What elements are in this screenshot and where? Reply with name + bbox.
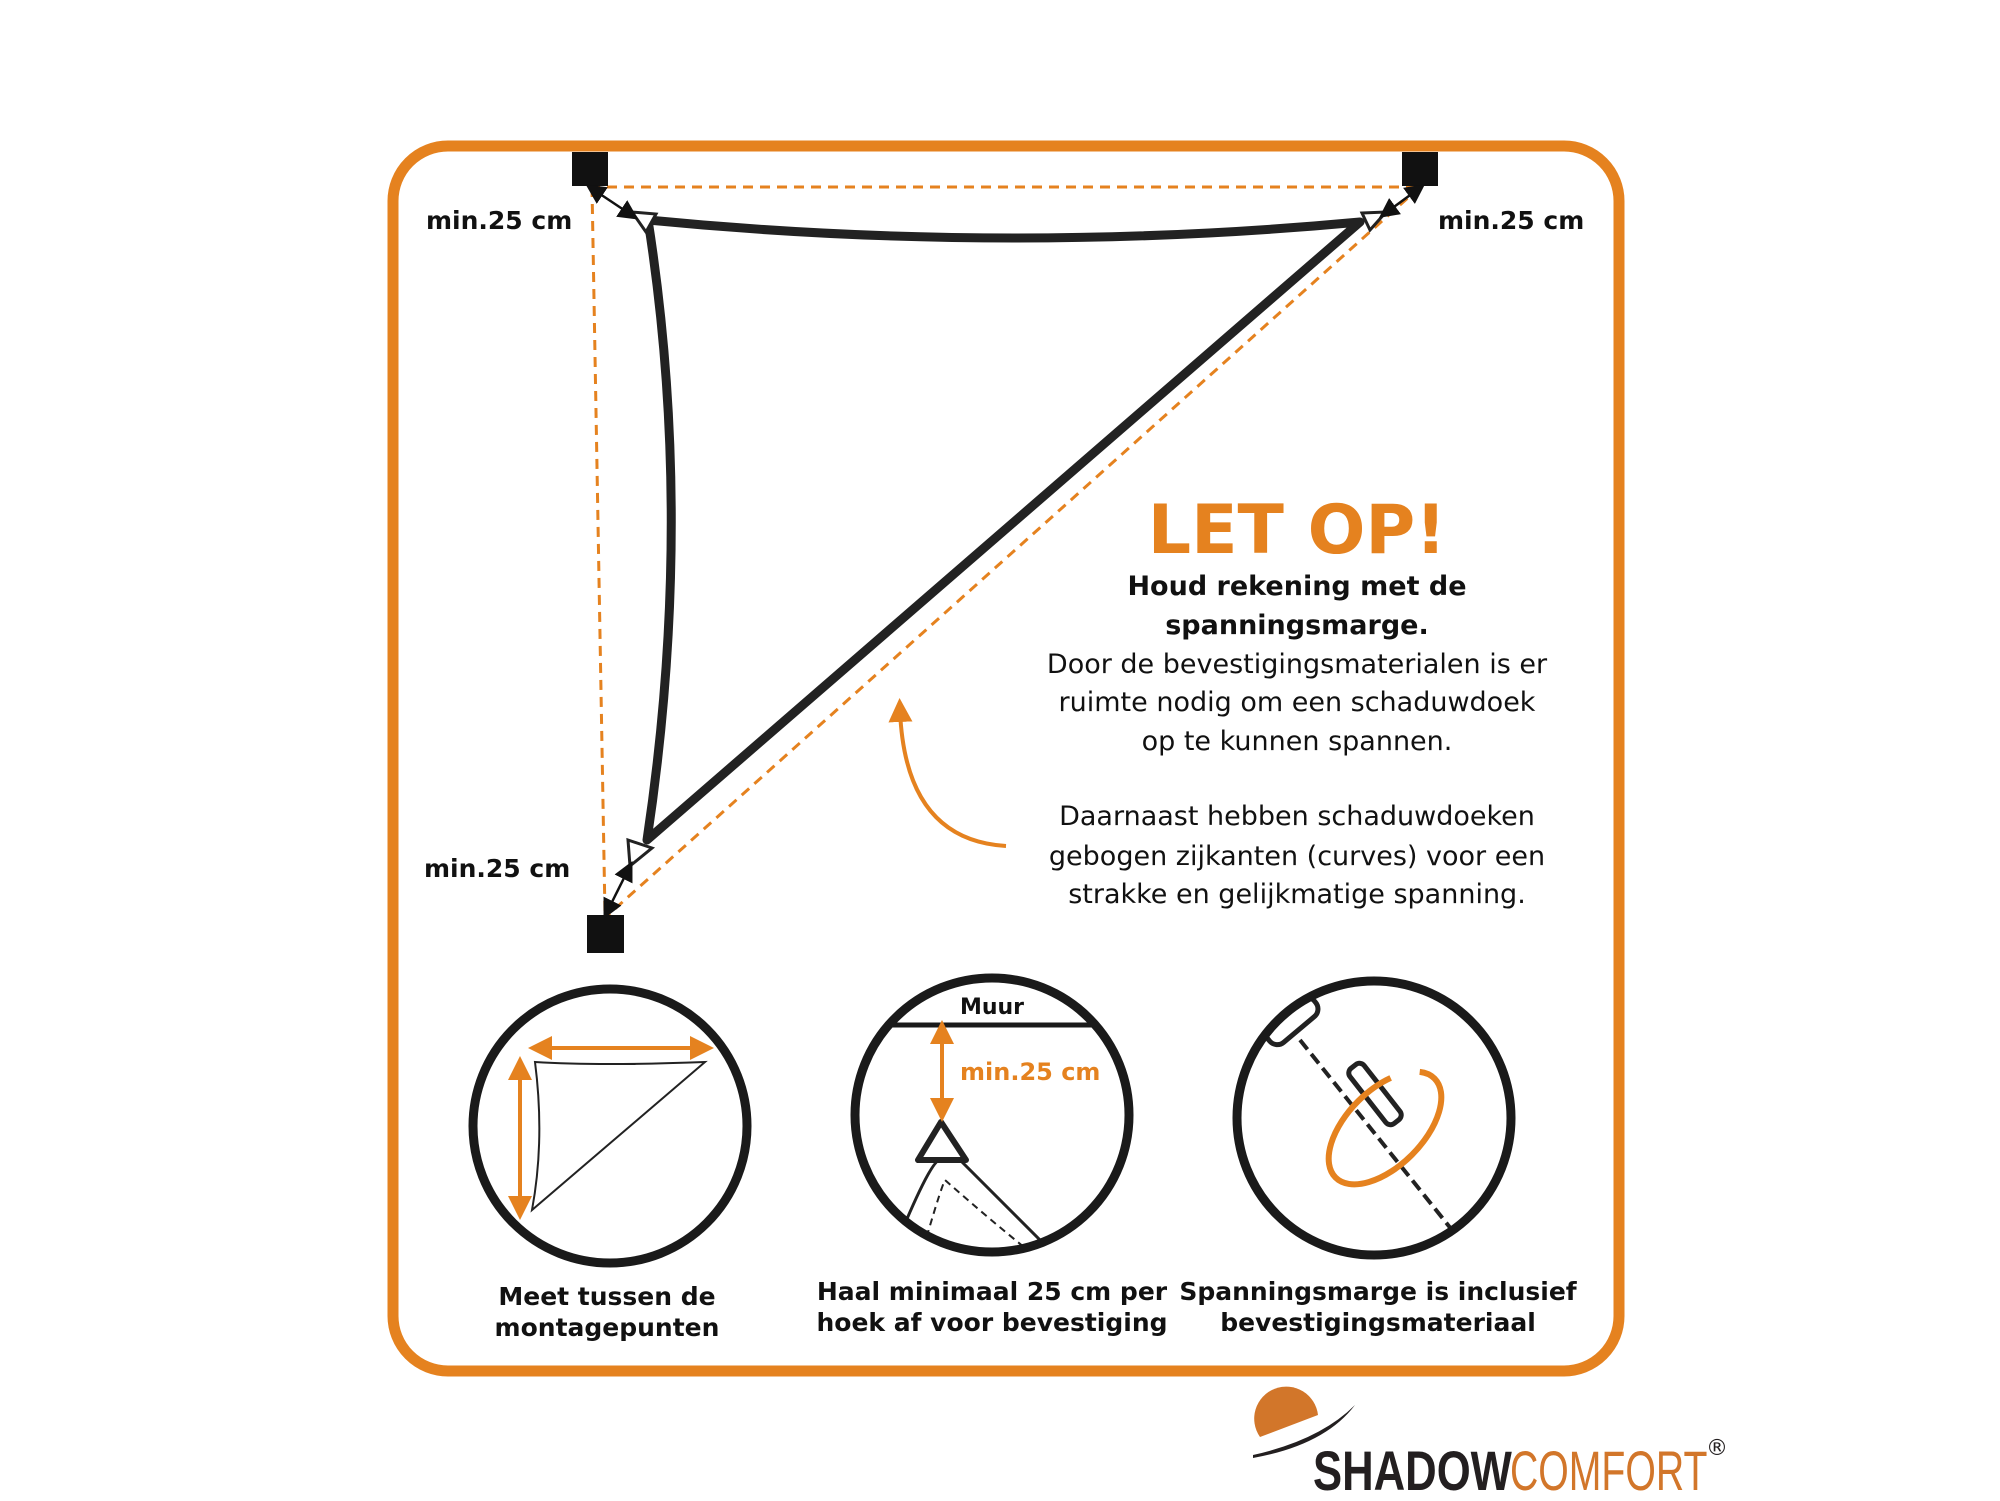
shadow-comfort-logo: SHADOW COMFORT ® bbox=[1253, 1386, 1728, 1501]
notice-text-line: op te kunnen spannen. bbox=[1142, 726, 1453, 757]
mount-point-top-left bbox=[572, 152, 608, 186]
notice-text-line: gebogen zijkanten (curves) voor een bbox=[1049, 841, 1545, 872]
notice-heading-line: spanningsmarge. bbox=[1165, 610, 1429, 641]
sun-icon bbox=[1254, 1386, 1318, 1437]
panel-caption: Spanningsmarge is inclusief bbox=[1179, 1277, 1577, 1306]
panel-caption: Haal minimaal 25 cm per bbox=[817, 1277, 1168, 1306]
shade-sail-triangle bbox=[642, 215, 1365, 845]
notice-text-line: ruimte nodig om een schaduwdoek bbox=[1059, 687, 1536, 718]
curved-arrow-icon bbox=[888, 698, 1007, 848]
corner-label-bottom-left: min.25 cm bbox=[424, 854, 570, 883]
panel-wall-distance bbox=[850, 973, 1134, 1257]
distance-label: min.25 cm bbox=[960, 1058, 1100, 1086]
registered-mark: ® bbox=[1706, 1436, 1728, 1461]
gap-arrows bbox=[585, 184, 1426, 919]
notice-text-line: strakke en gelijkmatige spanning. bbox=[1068, 879, 1526, 910]
corner-label-top-right: min.25 cm bbox=[1438, 206, 1584, 235]
panel-caption: bevestigingsmateriaal bbox=[1220, 1308, 1536, 1337]
logo-word-comfort: COMFORT bbox=[1510, 1440, 1707, 1501]
orange-frame bbox=[387, 140, 1625, 1377]
rotate-arrow-icon bbox=[1325, 1068, 1445, 1188]
corner-ring bbox=[626, 837, 656, 869]
panel-turnbuckle bbox=[1232, 976, 1516, 1260]
panel-caption: montagepunten bbox=[495, 1313, 720, 1342]
notice-title: LET OP! bbox=[1148, 491, 1447, 570]
mount-point-bottom-left bbox=[587, 915, 624, 953]
logo-word-shadow: SHADOW bbox=[1313, 1440, 1512, 1501]
wall-label: Muur bbox=[960, 995, 1024, 1020]
notice-heading-line: Houd rekening met de bbox=[1127, 571, 1466, 602]
panel-caption: Meet tussen de bbox=[498, 1282, 715, 1311]
panel-caption: hoek af voor bevestiging bbox=[816, 1308, 1167, 1337]
panel-measure bbox=[468, 984, 752, 1268]
corner-label-top-left: min.25 cm bbox=[426, 206, 572, 235]
mounting-lines bbox=[590, 185, 1422, 917]
mount-point-top-right bbox=[1402, 152, 1438, 186]
notice-text-line: Daarnaast hebben schaduwdoeken bbox=[1059, 801, 1535, 832]
notice-text-line: Door de bevestigingsmaterialen is er bbox=[1047, 649, 1548, 680]
corner-ring bbox=[1359, 210, 1390, 233]
